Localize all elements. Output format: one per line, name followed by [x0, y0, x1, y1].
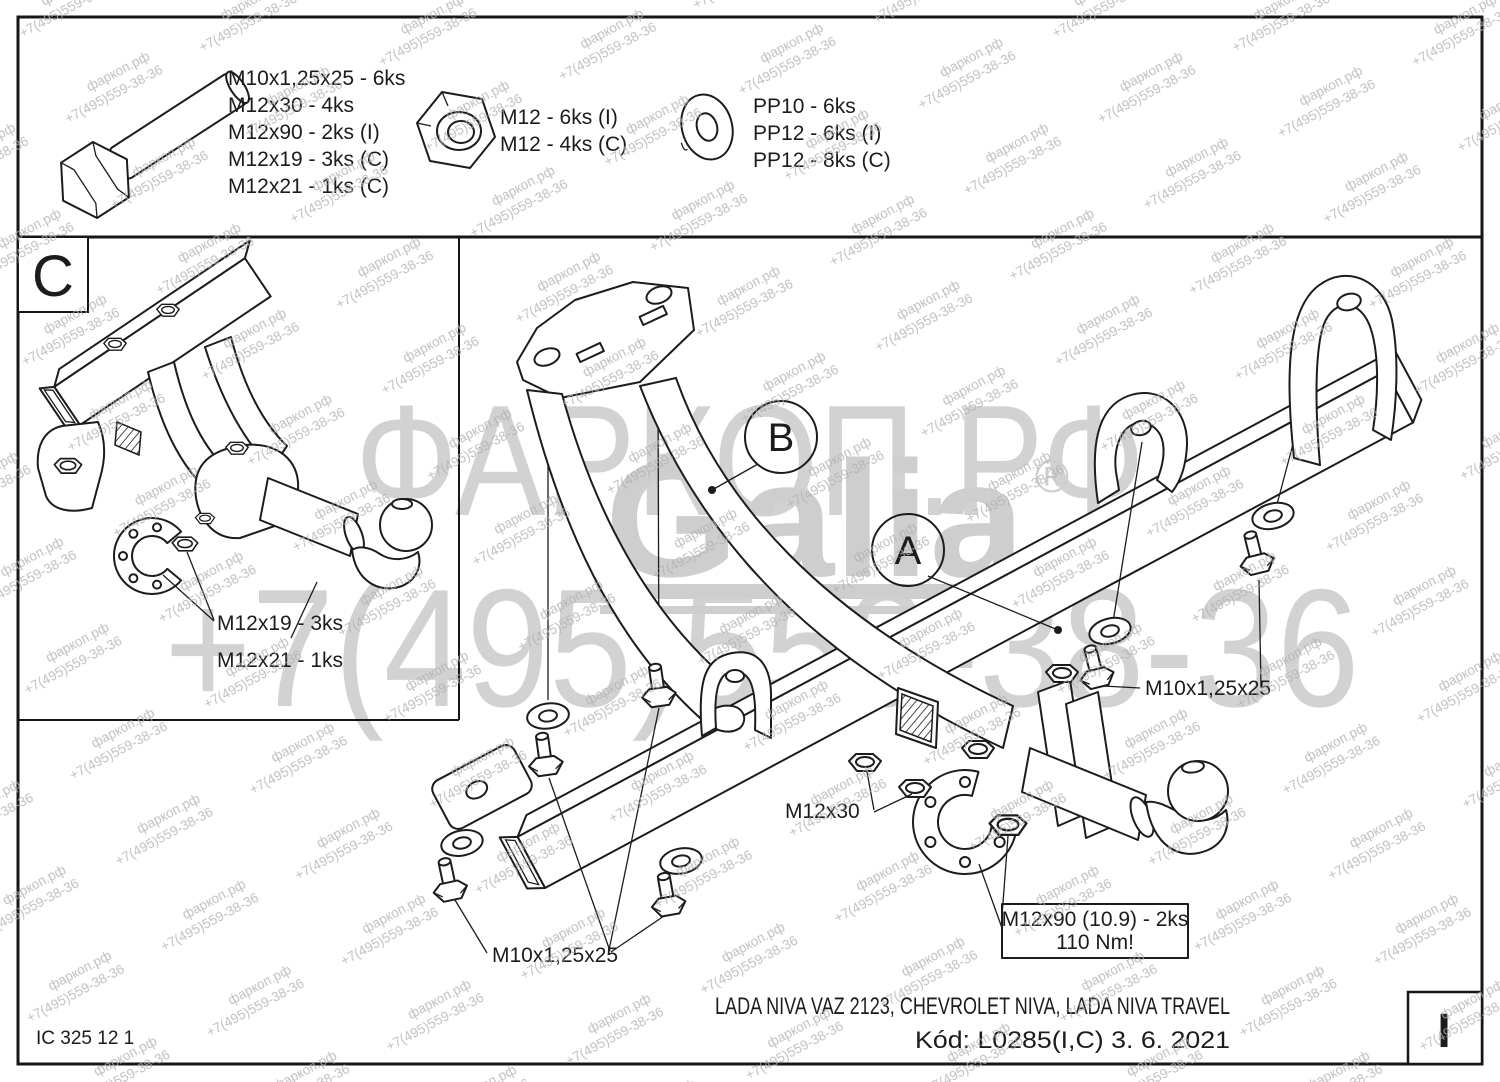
watermark-overlay [0, 0, 1500, 1082]
towbar-assembly-drawing: фаркоп.рф +7(495)559-38-36 ФАРКОП.РФ +7(… [0, 0, 1500, 1082]
drawing-page: фаркоп.рф +7(495)559-38-36 ФАРКОП.РФ +7(… [0, 0, 1500, 1082]
